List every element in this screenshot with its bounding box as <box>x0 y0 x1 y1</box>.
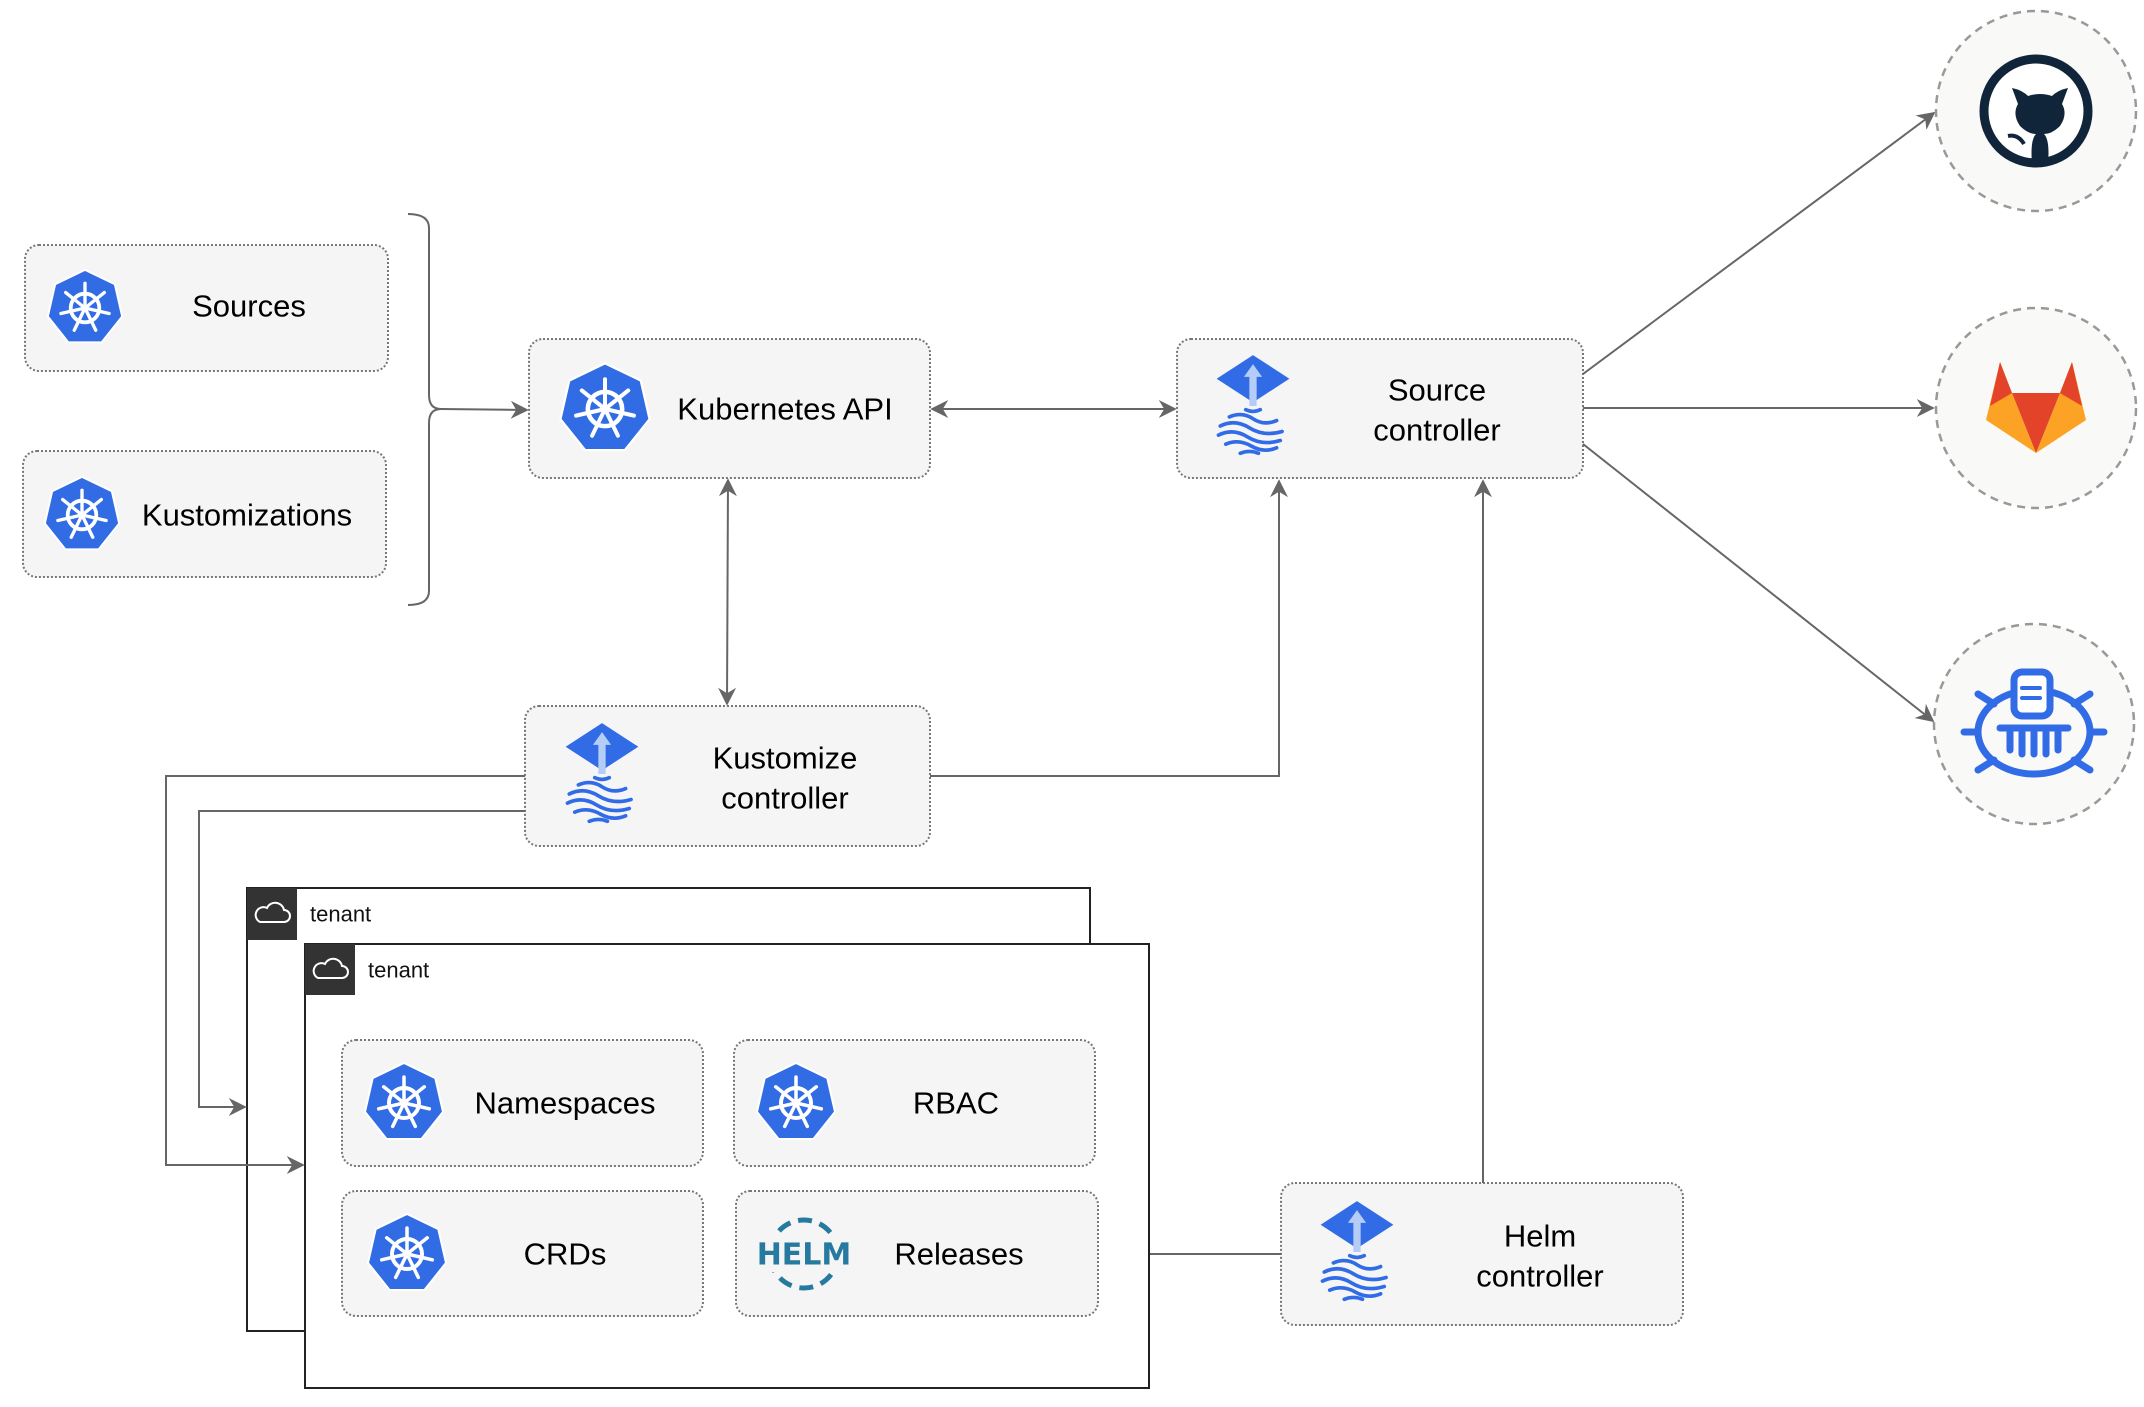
grouping-bracket <box>407 213 442 606</box>
gitlab-icon <box>1986 362 2086 453</box>
sources-node[interactable]: Sources <box>24 244 389 372</box>
arrow-source-to-bucket <box>1582 443 1935 723</box>
kustomize-controller-node[interactable]: Kustomize controller <box>524 705 931 847</box>
gitlab-source[interactable] <box>1934 306 2138 510</box>
sources-label: Sources <box>192 289 306 324</box>
github-source[interactable] <box>1934 9 2138 213</box>
namespaces-node[interactable]: Namespaces <box>341 1039 704 1167</box>
tenant-label: tenant <box>310 902 371 927</box>
kustomizations-label: Kustomizations <box>142 498 352 533</box>
releases-node[interactable]: HELM Releases <box>735 1190 1099 1317</box>
kustomize-controller-label-line2: controller <box>721 781 849 816</box>
arrow-kustomize-to-tenant-back <box>198 810 525 1116</box>
source-controller-label-line1: Source <box>1388 373 1486 408</box>
source-controller-node[interactable]: Source controller <box>1176 338 1584 479</box>
rbac-label: RBAC <box>913 1086 999 1121</box>
releases-label: Releases <box>894 1237 1023 1272</box>
helm-icon: HELM <box>757 1217 852 1291</box>
arrow-kustomize-to-tenant-front <box>165 775 525 1174</box>
tenant-label: tenant <box>368 958 429 983</box>
arrow-kustomize-to-source-controller <box>930 479 1288 777</box>
github-icon <box>1979 54 2093 168</box>
helm-controller-node[interactable]: Helm controller <box>1280 1182 1684 1326</box>
kubernetes-api-label: Kubernetes API <box>677 392 892 427</box>
source-controller-label-line2: controller <box>1373 413 1501 448</box>
bucket-icon <box>1960 668 2108 778</box>
rbac-node[interactable]: RBAC <box>733 1039 1096 1167</box>
helm-controller-label-line1: Helm <box>1504 1219 1576 1254</box>
arrow-bracket-to-k8s-api <box>440 400 529 419</box>
helm-logo-text: HELM <box>757 1238 852 1273</box>
kustomizations-node[interactable]: Kustomizations <box>22 450 387 578</box>
bucket-source[interactable] <box>1932 622 2136 826</box>
helm-controller-label-line2: controller <box>1476 1259 1604 1294</box>
namespaces-label: Namespaces <box>475 1086 656 1121</box>
kustomize-controller-label-line1: Kustomize <box>713 741 858 776</box>
arrow-source-to-github <box>1582 111 1936 375</box>
crds-node[interactable]: CRDs <box>341 1190 704 1317</box>
cloud-icon <box>312 957 349 979</box>
cloud-icon <box>254 901 291 923</box>
crds-label: CRDs <box>524 1237 607 1272</box>
arrow-k8s-api-kustomize-controller <box>718 478 737 706</box>
kubernetes-api-node[interactable]: Kubernetes API <box>528 338 931 479</box>
